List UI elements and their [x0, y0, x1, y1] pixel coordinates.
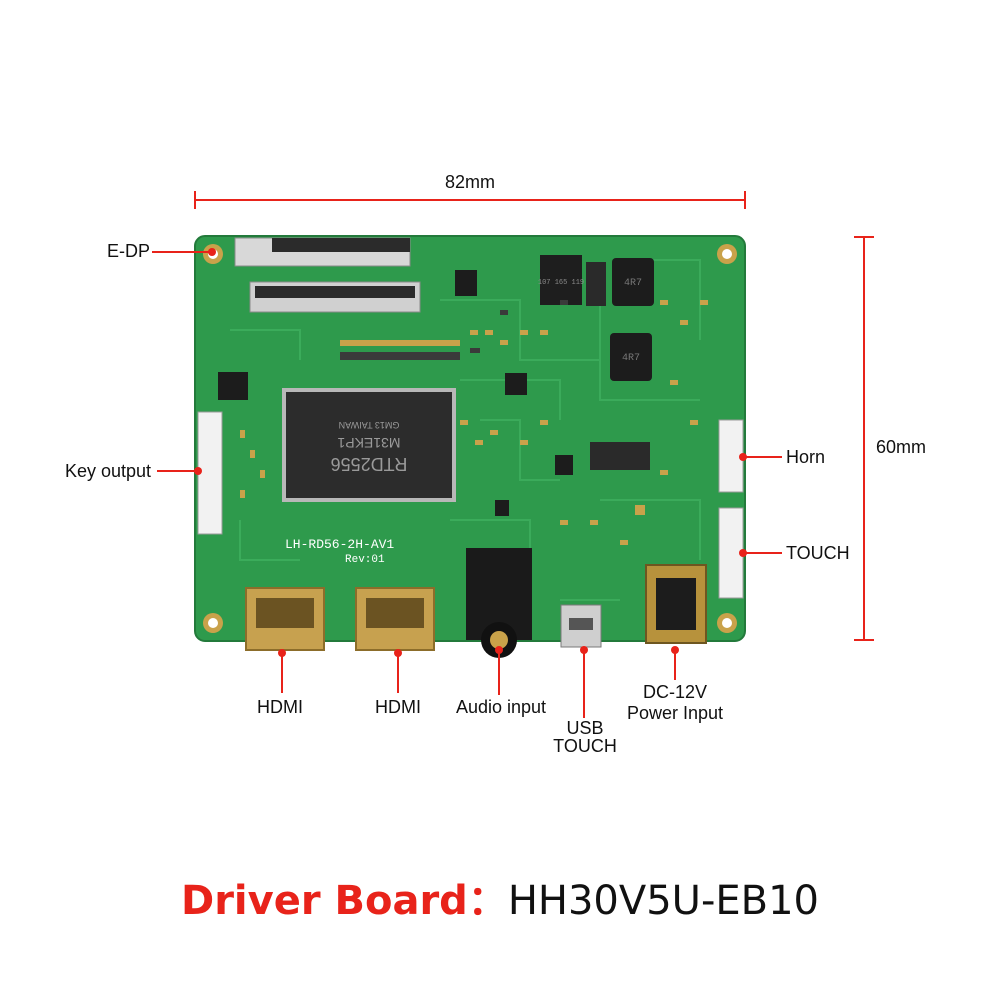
- caption: Driver Board：HH30V5U-EB10: [0, 868, 1000, 926]
- chip-code-text: M31EKP1: [337, 435, 400, 451]
- caption-key: Driver Board：: [180, 878, 508, 924]
- width-dimension-line: [194, 191, 746, 209]
- chip-brand-text: RTD2556: [331, 454, 408, 474]
- board-rev-text: Rev:01: [345, 554, 385, 566]
- board-model-text: LH-RD56-2H-AV1: [285, 537, 394, 552]
- label-edp: E-DP: [106, 241, 150, 261]
- height-dimension-line: [854, 236, 874, 641]
- label-touch: TOUCH: [786, 543, 850, 563]
- label-hdmi-2: HDMI: [375, 697, 421, 717]
- label-dc-line2: Power Input: [626, 703, 724, 723]
- label-key-output: Key output: [64, 461, 151, 481]
- coil-1-text: 4R7: [624, 278, 642, 289]
- height-dimension-label: 60mm: [876, 437, 927, 457]
- width-dimension-label: 82mm: [444, 172, 496, 192]
- label-dc-line1: DC-12V: [642, 682, 708, 702]
- coil-2-text: 4R7: [622, 353, 640, 364]
- pcb-board: RTD2556 M31EKP1 GM13 TAIWAN LH-RD56-2H-A…: [194, 235, 746, 658]
- chip-origin-text: GM13 TAIWAN: [339, 420, 400, 430]
- label-usb-touch-line1: USB: [566, 718, 604, 738]
- ic-small-text: 107 165 119: [538, 279, 584, 287]
- label-horn: Horn: [786, 447, 826, 467]
- label-audio-input: Audio input: [455, 697, 547, 717]
- label-hdmi-1: HDMI: [257, 697, 303, 717]
- caption-model: HH30V5U-EB10: [507, 878, 820, 924]
- annotation-leaders: [152, 248, 782, 718]
- label-usb-touch-line2: TOUCH: [553, 736, 617, 756]
